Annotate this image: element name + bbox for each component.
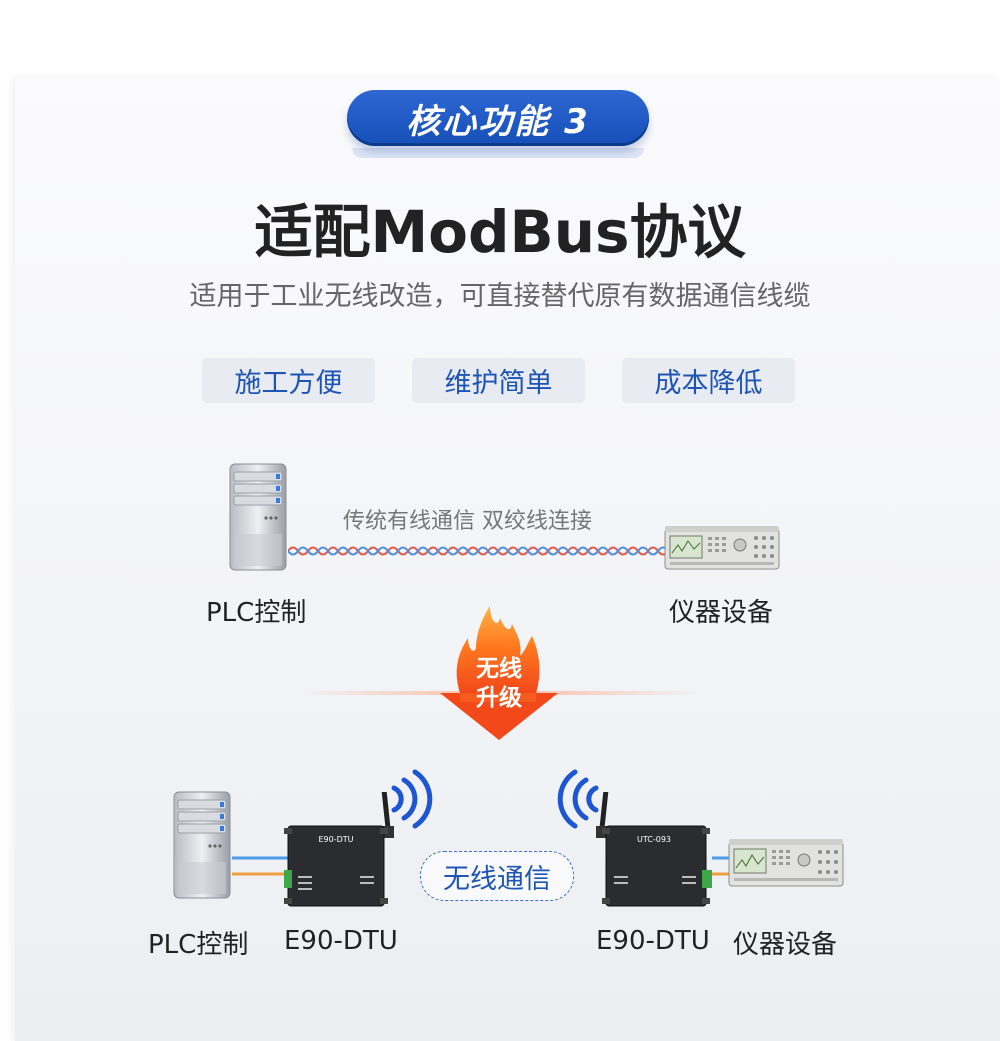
dtu-device-icon: E90-DTU bbox=[284, 792, 394, 907]
wired-connection-label: 传统有线通信 双绞线连接 bbox=[343, 509, 592, 534]
serial-wires-left bbox=[232, 856, 290, 876]
wireless-link-label: 无线通信 bbox=[420, 851, 574, 901]
wired-device-label: 仪器设备 bbox=[669, 598, 774, 628]
twisted-pair-cable bbox=[288, 546, 668, 556]
instrument-icon bbox=[728, 839, 844, 887]
fire-arrow-icon bbox=[440, 606, 558, 740]
badge-shadow bbox=[352, 148, 644, 158]
dtu-right-face-text: UTC-093 bbox=[637, 835, 671, 844]
wireless-device-label: 仪器设备 bbox=[733, 930, 838, 960]
server-icon bbox=[173, 791, 231, 899]
wired-plc-label: PLC控制 bbox=[206, 598, 307, 628]
signal-waves-icon bbox=[391, 769, 433, 829]
tag-easy-maintain: 维护简单 bbox=[412, 358, 585, 403]
tag-easy-install: 施工方便 bbox=[202, 358, 375, 403]
page-subtitle: 适用于工业无线改造，可直接替代原有数据通信线缆 bbox=[189, 281, 811, 312]
instrument-icon bbox=[664, 526, 780, 570]
dtu-right-label: E90-DTU bbox=[596, 926, 710, 956]
wireless-plc-label: PLC控制 bbox=[148, 930, 249, 960]
upgrade-line-1: 无线 bbox=[476, 656, 522, 682]
dtu-left-label: E90-DTU bbox=[284, 926, 398, 956]
dtu-device-icon: UTC-093 bbox=[596, 792, 712, 907]
signal-waves-icon bbox=[557, 769, 599, 829]
dtu-left-face-text: E90-DTU bbox=[318, 835, 353, 844]
tag-lower-cost: 成本降低 bbox=[622, 358, 795, 403]
upgrade-label: 无线 升级 bbox=[440, 655, 558, 713]
upgrade-line-2: 升级 bbox=[476, 685, 522, 711]
page-title: 适配ModBus协议 bbox=[254, 198, 746, 266]
server-icon bbox=[229, 463, 287, 571]
feature-badge: 核心功能 3 bbox=[347, 90, 649, 146]
